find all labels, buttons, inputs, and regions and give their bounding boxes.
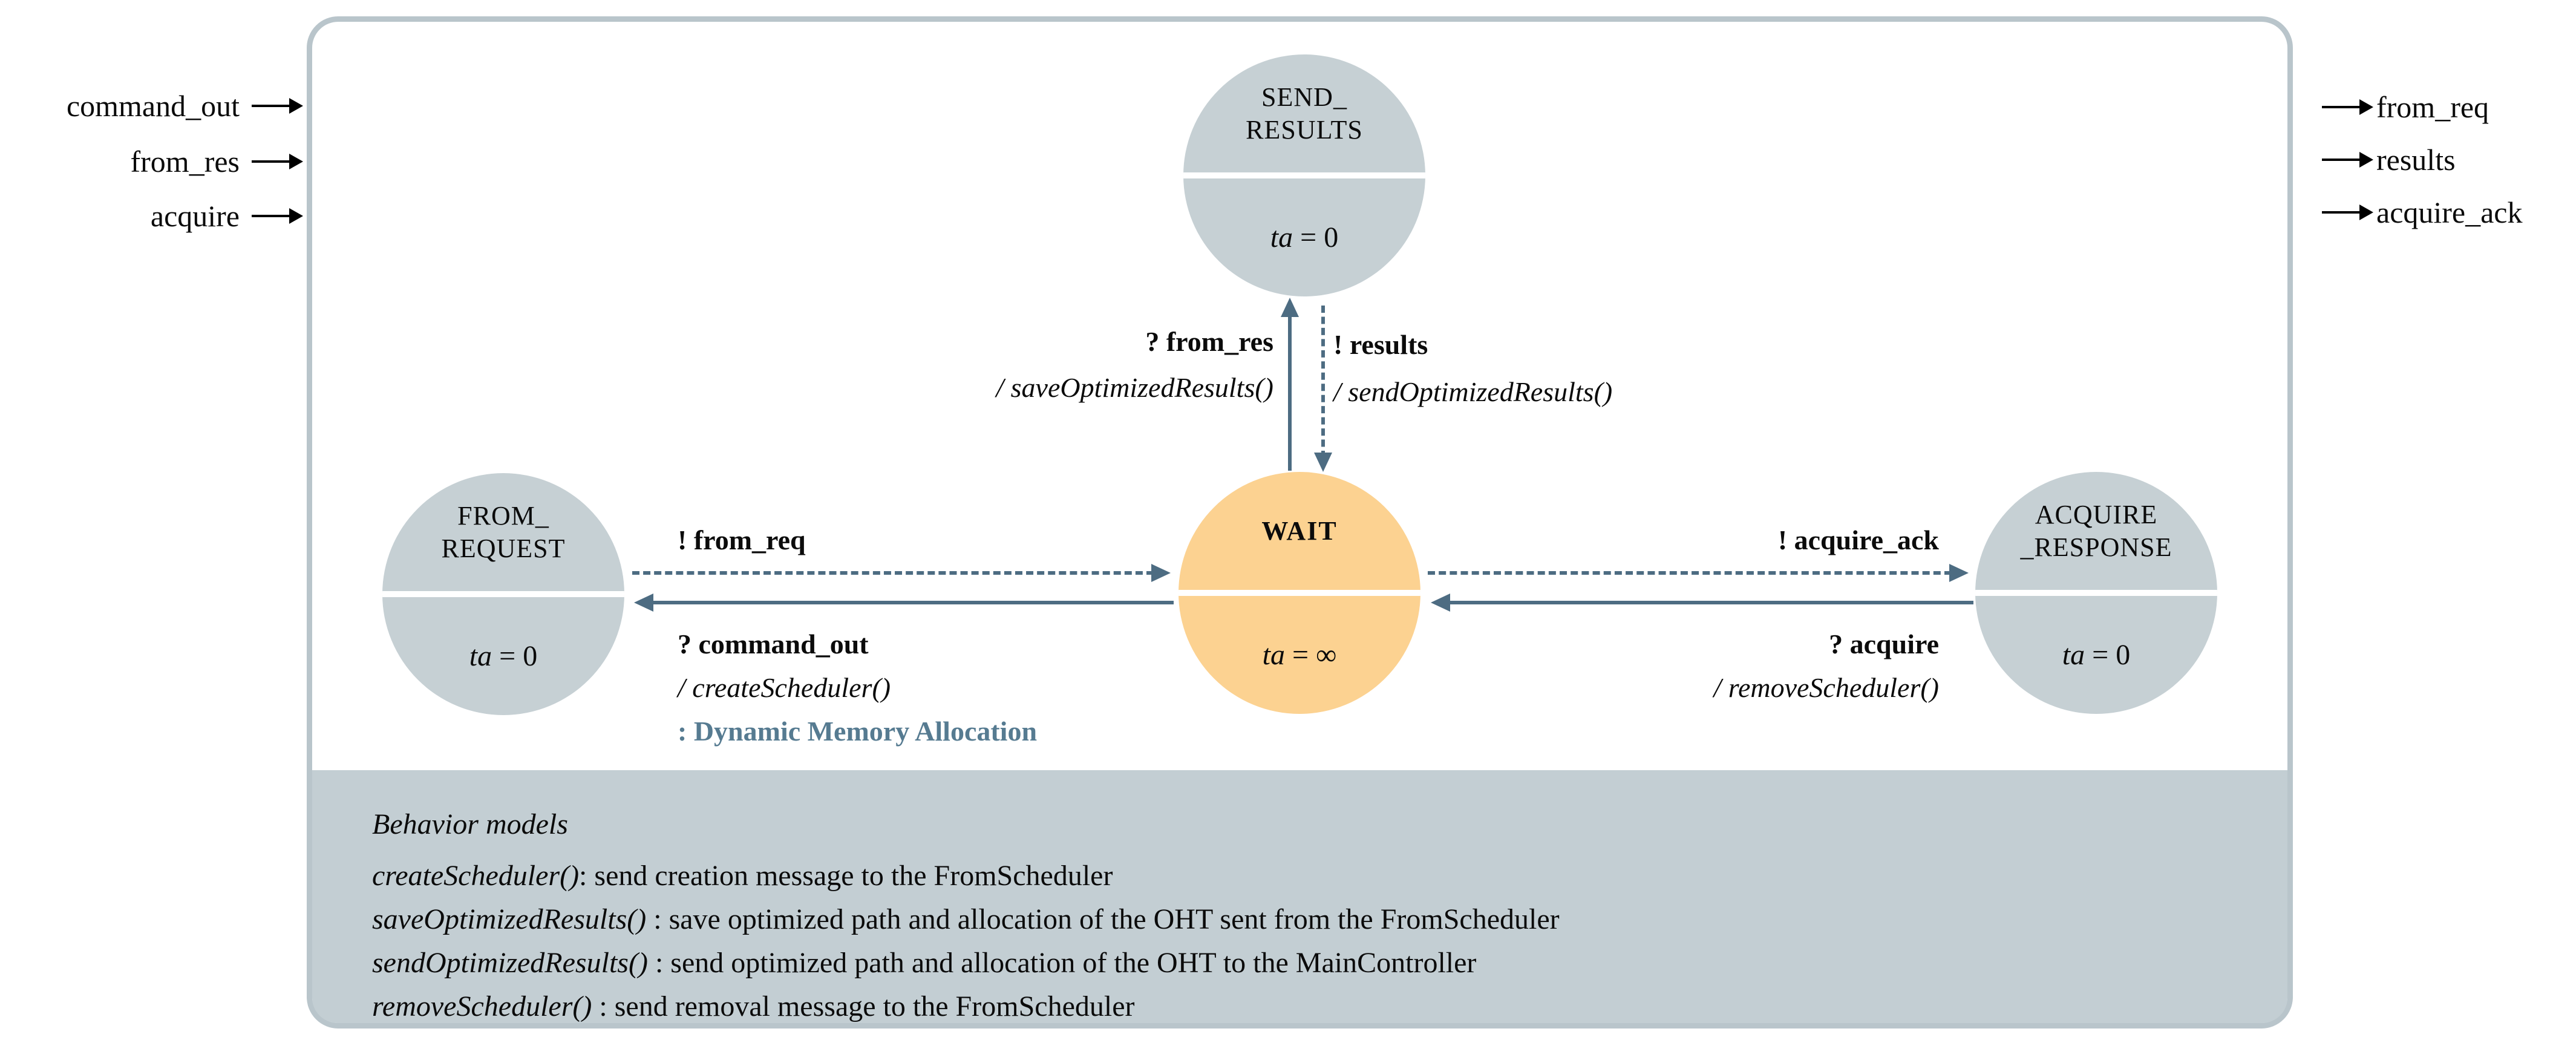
ta-label: ta = 0 <box>2062 639 2131 671</box>
behavior-model-item: removeScheduler() : send removal message… <box>372 989 1135 1025</box>
state-ta-area: ta = ∞ <box>1178 596 1420 714</box>
output-arrow-icon <box>2322 99 2373 115</box>
state-name: ACQUIRE <box>2035 499 2158 529</box>
function-description: : send creation message to the FromSched… <box>579 860 1113 892</box>
function-description: : send removal message to the FromSchedu… <box>592 990 1135 1022</box>
input-arrow-icon <box>252 154 303 169</box>
input-port-acquire: acquire <box>12 198 303 234</box>
dashed-arrow-from-request-to-wait <box>632 571 1154 575</box>
input-port-from-res: from_res <box>12 143 303 180</box>
state-name: SEND_ <box>1261 82 1347 112</box>
state-divider <box>382 591 624 597</box>
output-port-acquire-ack: acquire_ack <box>2322 194 2576 231</box>
state-ta-area: ta = 0 <box>1183 178 1425 296</box>
solid-arrow-wait-to-from-request <box>653 601 1174 604</box>
behavior-model-item: createScheduler(): send creation message… <box>372 858 1113 894</box>
dashed-arrow-wait-to-acquire-response <box>1428 571 1952 575</box>
ta-label: ta = 0 <box>1270 221 1339 253</box>
arrow-down-icon <box>1314 453 1332 472</box>
transition-event-label: ? from_res <box>1145 326 1273 357</box>
input-port-label: command_out <box>66 89 240 123</box>
function-name: removeScheduler() <box>372 990 592 1022</box>
input-arrow-icon <box>252 208 303 224</box>
arrow-right-icon <box>1151 564 1171 582</box>
state-name: WAIT <box>1261 515 1338 546</box>
state-ta-area: ta = 0 <box>382 597 624 715</box>
state-circle-wait: WAIT ta = ∞ <box>1178 472 1420 714</box>
transition-action-label: / saveOptimizedResults() <box>996 372 1273 403</box>
state-name: REQUEST <box>441 533 566 563</box>
function-name: sendOptimizedResults() <box>372 947 648 979</box>
solid-arrow-acquire-response-to-wait <box>1450 601 1973 604</box>
transition-event-label: ! acquire_ack <box>1777 525 1939 555</box>
state-circle-acquire-response: ACQUIRE _RESPONSE ta = 0 <box>1975 472 2217 714</box>
state-name: _RESPONSE <box>2020 532 2172 562</box>
behavior-models-panel <box>312 770 2287 1023</box>
behavior-model-item: sendOptimizedResults() : send optimized … <box>372 945 1476 981</box>
transition-event-label: ? command_out <box>678 629 869 659</box>
arrow-right-icon <box>1949 564 1969 582</box>
state-divider <box>1183 172 1425 178</box>
state-ta-area: ta = 0 <box>1975 596 2217 714</box>
transition-event-label: ! results <box>1333 329 1428 360</box>
state-circle-from-request: FROM_ REQUEST ta = 0 <box>382 473 624 715</box>
transition-action-label: / sendOptimizedResults() <box>1333 376 1613 407</box>
state-name: RESULTS <box>1246 114 1363 145</box>
arrow-left-icon <box>634 594 653 612</box>
transition-event-label: ! from_req <box>678 525 806 555</box>
transition-action-label: / createScheduler() <box>678 672 891 703</box>
state-circle-send-results: SEND_ RESULTS ta = 0 <box>1183 54 1425 296</box>
transition-note-label: : Dynamic Memory Allocation <box>678 716 1038 747</box>
transition-event-label: ? acquire <box>1829 629 1939 659</box>
output-port-results: results <box>2322 142 2576 178</box>
state-divider <box>1975 590 2217 596</box>
function-name: createScheduler() <box>372 860 580 892</box>
state-name-area: FROM_ REQUEST <box>382 473 624 591</box>
function-description: : save optimized path and allocation of … <box>646 903 1560 935</box>
behavior-model-item: saveOptimizedResults() : save optimized … <box>372 901 1560 938</box>
state-name-area: SEND_ RESULTS <box>1183 54 1425 172</box>
ta-label: ta = ∞ <box>1262 639 1337 671</box>
dashed-arrow-send-results-to-wait <box>1321 306 1325 458</box>
state-name-area: WAIT <box>1178 472 1420 590</box>
arrow-up-icon <box>1281 298 1299 317</box>
transition-action-label: / removeScheduler() <box>1713 672 1939 703</box>
function-name: saveOptimizedResults() <box>372 903 647 935</box>
function-description: : send optimized path and allocation of … <box>647 947 1477 979</box>
state-name: FROM_ <box>457 500 549 531</box>
output-arrow-icon <box>2322 152 2373 168</box>
input-arrow-icon <box>252 98 303 114</box>
arrow-left-icon <box>1431 594 1450 612</box>
input-port-label: acquire <box>150 199 240 233</box>
output-port-label: acquire_ack <box>2376 195 2523 229</box>
input-port-command-out: command_out <box>12 88 303 124</box>
behavior-models-title: Behavior models <box>372 808 568 840</box>
input-port-label: from_res <box>130 145 240 178</box>
output-port-label: from_req <box>2376 90 2489 124</box>
state-name-area: ACQUIRE _RESPONSE <box>1975 472 2217 590</box>
output-port-from-req: from_req <box>2322 89 2576 125</box>
solid-arrow-wait-to-send-results <box>1288 315 1292 471</box>
output-port-label: results <box>2376 143 2456 177</box>
output-arrow-icon <box>2322 204 2373 220</box>
ta-label: ta = 0 <box>469 640 538 672</box>
state-divider <box>1178 590 1420 596</box>
